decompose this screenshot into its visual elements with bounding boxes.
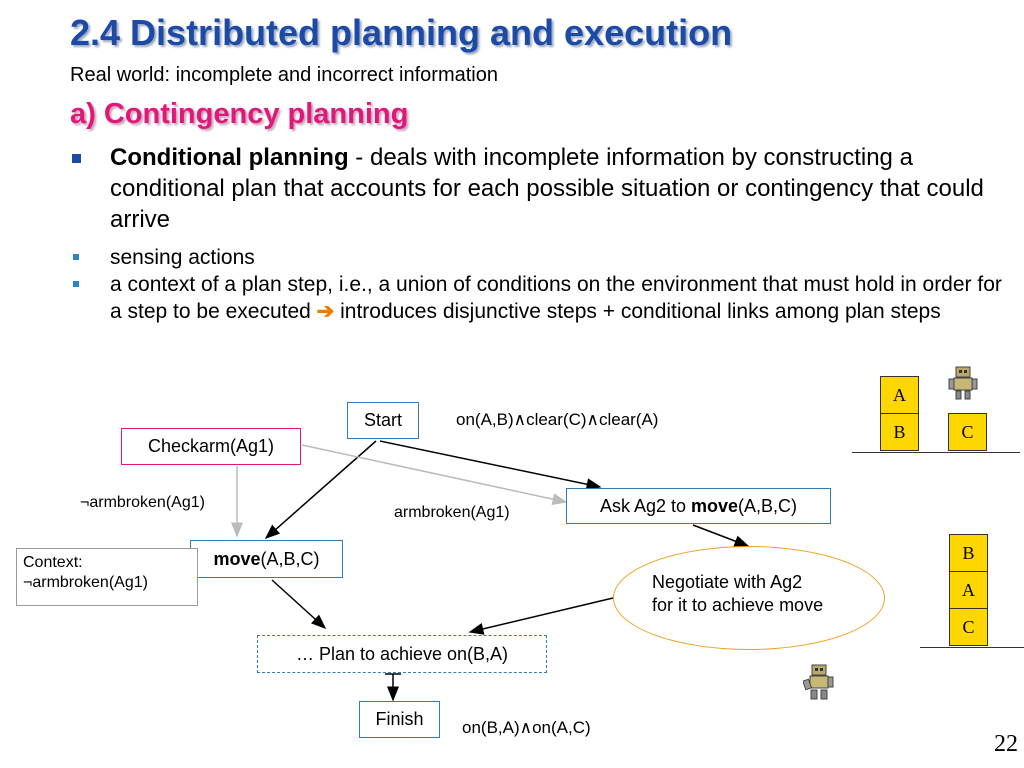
slide-title: 2.4 Distributed planning and execution [70, 12, 733, 53]
table-line-initial [852, 452, 1020, 453]
sub-bullet-sensing: sensing actions [72, 244, 1002, 271]
checkarm-node: Checkarm(Ag1) [121, 428, 301, 465]
start-node: Start [347, 402, 419, 439]
bullet-bold-term: Conditional planning [110, 144, 349, 171]
negotiate-line1: Negotiate with Ag2 [652, 572, 803, 592]
not-broken-label: ¬armbroken(Ag1) [80, 494, 205, 511]
arrow-move-to-plan [271, 579, 327, 630]
slide-subtitle: Real world: incomplete and incorrect inf… [70, 64, 498, 86]
ask-bold: move [691, 495, 739, 516]
square-bullet-icon [73, 254, 79, 260]
block-goal-c: C [949, 608, 988, 646]
robot-icon [948, 366, 978, 400]
section-heading: a) Contingency planning [70, 98, 409, 130]
context-condition: ¬armbroken(Ag1) [23, 574, 148, 591]
ask-ag2-node: Ask Ag2 to move(A,B,C) [566, 488, 831, 524]
finish-condition: on(B,A)∧on(A,C) [462, 718, 591, 737]
context-note: Context: ¬armbroken(Ag1) [16, 548, 198, 606]
arrow-checkarm-to-ask [301, 444, 568, 506]
block-initial-a: A [880, 376, 919, 414]
block-initial-b: B [880, 413, 919, 451]
finish-node: Finish [359, 701, 440, 738]
ask-text: Ask Ag2 to [599, 495, 691, 516]
move-node: move(A,B,C) [190, 540, 343, 578]
bullet-list: Conditional planning - deals with incomp… [72, 142, 1002, 325]
arrow-start-to-ask [379, 440, 602, 491]
sub-bullet-context: a context of a plan step, i.e., a union … [72, 271, 1002, 325]
move-args: (A,B,C) [260, 548, 320, 569]
block-goal-a: A [949, 571, 988, 609]
plan-node: … Plan to achieve on(B,A) [257, 635, 547, 673]
bullet-conditional-planning: Conditional planning - deals with incomp… [72, 142, 1002, 235]
sub-bullet-text: sensing actions [110, 246, 255, 269]
move-bold: move [213, 548, 261, 569]
ask-args: (A,B,C) [738, 495, 798, 516]
block-initial-c: C [948, 413, 987, 451]
arrow-negotiate-to-plan [468, 597, 614, 635]
right-arrow-icon: ➔ [316, 300, 335, 323]
arrow-ask-to-negotiate [692, 524, 750, 547]
block-goal-b: B [949, 534, 988, 572]
table-line-goal [920, 647, 1024, 648]
start-condition: on(A,B)∧clear(C)∧clear(A) [456, 410, 659, 429]
negotiate-line2: for it to achieve move [652, 595, 824, 615]
context-title: Context: [23, 554, 83, 571]
sub-bullet-text-cont: introduces disjunctive steps + condition… [334, 300, 941, 323]
broken-label: armbroken(Ag1) [394, 504, 510, 521]
bullet-text: - deals with incomplete information by c… [110, 144, 984, 233]
sub-bullet-text: a context of a plan step, i.e., a union … [110, 273, 1002, 323]
broken-robot-icon [803, 664, 834, 700]
negotiate-node: Negotiate with Ag2 for it to achieve mov… [613, 546, 885, 650]
square-bullet-icon [72, 154, 81, 163]
square-bullet-icon [73, 281, 79, 287]
page-number: 22 [994, 731, 1018, 757]
